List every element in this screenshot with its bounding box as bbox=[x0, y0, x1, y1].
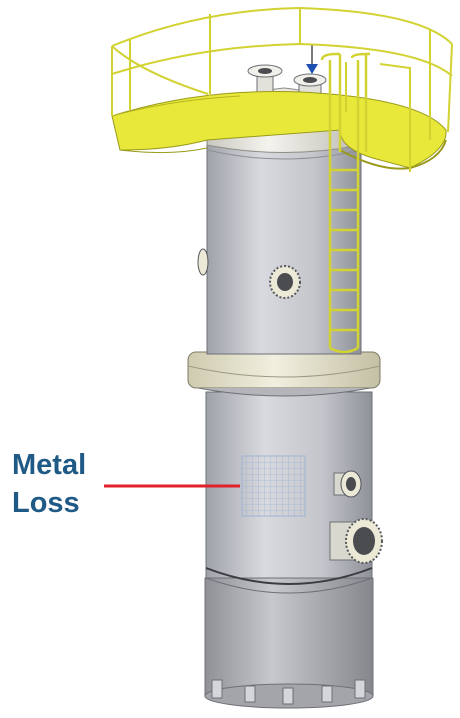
lower-nozzle-small bbox=[333, 470, 362, 498]
metal-loss-inspection-grid bbox=[241, 455, 306, 517]
access-ladder bbox=[320, 52, 370, 354]
upper-side-nozzle bbox=[197, 248, 209, 276]
flow-arrow-icon bbox=[306, 44, 318, 74]
platform-handrail bbox=[111, 6, 453, 172]
body-flange bbox=[187, 351, 381, 397]
lower-nozzle-large bbox=[329, 518, 383, 564]
metal-loss-label: Metal Loss bbox=[12, 446, 86, 522]
upper-manway bbox=[269, 265, 301, 299]
metal-loss-label-line2: Loss bbox=[12, 487, 80, 519]
top-platform bbox=[111, 91, 447, 170]
upper-shell bbox=[206, 139, 362, 355]
vessel-skirt bbox=[204, 577, 374, 709]
metal-loss-label-line1: Metal bbox=[12, 449, 87, 481]
